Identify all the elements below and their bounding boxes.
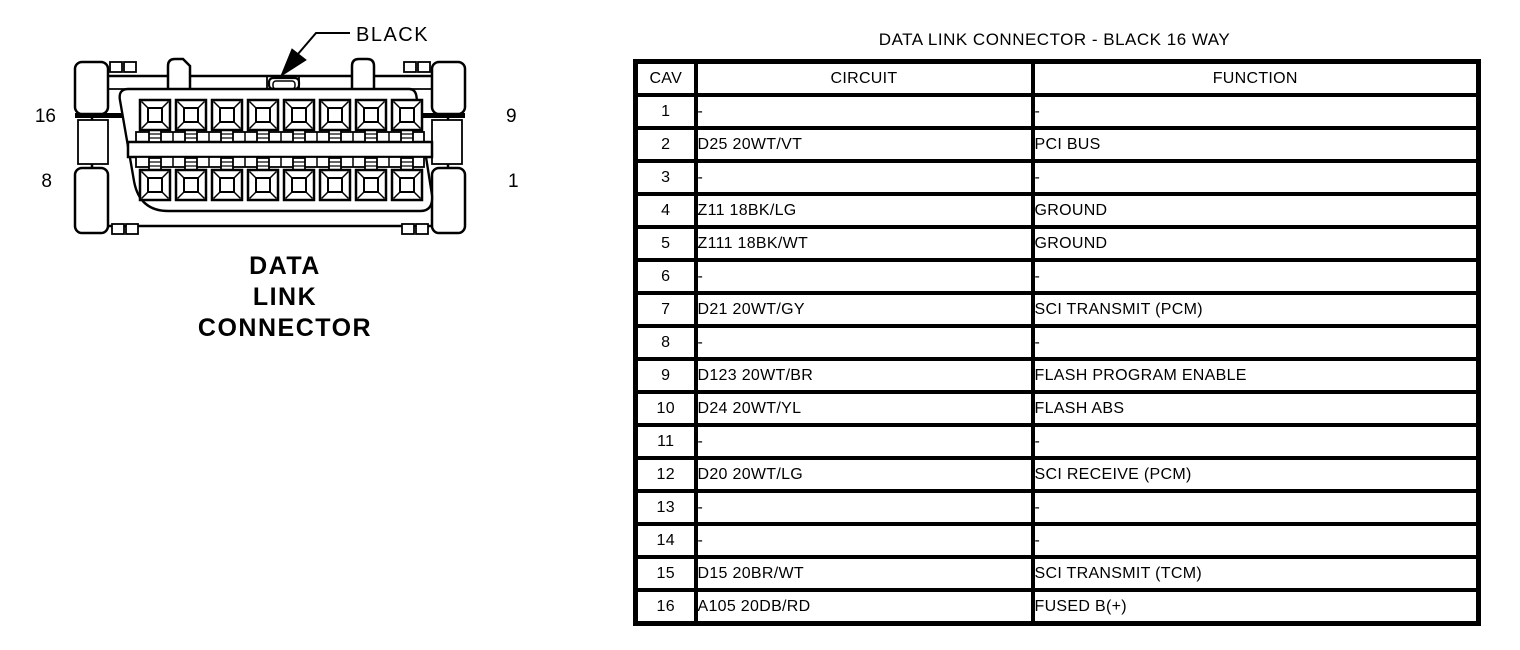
table-row: 5 Z111 18BK/WT GROUND [633,225,1481,262]
cav-cell: 13 [633,489,698,526]
pinout-table: CAV CIRCUIT FUNCTION 1 - - 2 D25 20WT/VT… [633,59,1481,626]
color-label: BLACK [356,24,429,46]
circuit-cell: - [693,159,1035,196]
top-tab-right [350,57,376,88]
cav-cell: 4 [633,192,698,229]
top-tab-left [166,57,192,88]
table-row: 2 D25 20WT/VT PCI BUS [633,126,1481,163]
header-cav: CAV [633,59,698,97]
cav-cell: 5 [633,225,698,262]
function-cell: - [1030,324,1481,361]
circuit-cell: D25 20WT/VT [693,126,1035,163]
cav-cell: 2 [633,126,698,163]
function-cell: SCI TRANSMIT (PCM) [1030,291,1481,328]
cav-cell: 3 [633,159,698,196]
header-circuit: CIRCUIT [693,59,1035,97]
function-cell: PCI BUS [1030,126,1481,163]
circuit-cell: - [693,522,1035,559]
table-title: DATA LINK CONNECTOR - BLACK 16 WAY [878,30,1231,49]
table-row: 4 Z11 18BK/LG GROUND [633,192,1481,229]
circuit-cell: Z11 18BK/LG [693,192,1035,229]
caption-line-1: DATA [249,252,321,280]
function-cell: - [1030,522,1481,559]
function-cell: GROUND [1030,192,1481,229]
pin-label-9: 9 [506,106,517,127]
cav-cell: 1 [633,93,698,130]
circuit-cell: - [693,423,1035,460]
caption-line-2: LINK [253,283,317,311]
connector-face-drawing-icon: BLACK 16 9 8 1 DATA LINK CONNECTOR [35,24,519,342]
table-row: 9 D123 20WT/BR FLASH PROGRAM ENABLE [633,357,1481,394]
pin-label-1: 1 [508,171,519,192]
function-cell: FUSED B(+) [1030,588,1481,626]
circuit-cell: A105 20DB/RD [693,588,1035,626]
function-cell: SCI TRANSMIT (TCM) [1030,555,1481,592]
connector-latch [266,76,301,91]
cav-cell: 9 [633,357,698,394]
function-cell: - [1030,93,1481,130]
cav-cell: 11 [633,423,698,460]
table-row: 7 D21 20WT/GY SCI TRANSMIT (PCM) [633,291,1481,328]
caption-line-3: CONNECTOR [198,314,372,342]
table-row: 1 - - [633,93,1481,130]
circuit-cell: - [693,93,1035,130]
cav-cell: 10 [633,390,698,427]
circuit-cell: D24 20WT/YL [693,390,1035,427]
circuit-cell: - [693,489,1035,526]
center-key-bar [126,131,434,168]
cav-cell: 8 [633,324,698,361]
cav-cell: 7 [633,291,698,328]
pin-label-16: 16 [35,106,56,127]
function-cell: GROUND [1030,225,1481,262]
table-row: 6 - - [633,258,1481,295]
cav-cell: 12 [633,456,698,493]
header-function: FUNCTION [1030,59,1481,97]
function-cell: FLASH ABS [1030,390,1481,427]
table-row: 15 D15 20BR/WT SCI TRANSMIT (TCM) [633,555,1481,592]
table-row: 11 - - [633,423,1481,460]
diagram-caption: DATA LINK CONNECTOR [198,252,372,342]
table-row: 10 D24 20WT/YL FLASH ABS [633,390,1481,427]
function-cell: - [1030,489,1481,526]
circuit-cell: D15 20BR/WT [693,555,1035,592]
color-callout-arrow-icon [279,32,350,78]
pinout-table-section: DATA LINK CONNECTOR - BLACK 16 WAY CAV C… [633,30,1481,626]
table-row: 16 A105 20DB/RD FUSED B(+) [633,588,1481,626]
circuit-cell: D123 20WT/BR [693,357,1035,394]
table-row: 12 D20 20WT/LG SCI RECEIVE (PCM) [633,456,1481,493]
pin-label-8: 8 [41,171,52,192]
function-cell: - [1030,258,1481,295]
cav-cell: 16 [633,588,698,626]
circuit-cell: D21 20WT/GY [693,291,1035,328]
circuit-cell: - [693,324,1035,361]
cav-cell: 14 [633,522,698,559]
table-row: 13 - - [633,489,1481,526]
table-row: 8 - - [633,324,1481,361]
circuit-cell: - [693,258,1035,295]
circuit-cell: D20 20WT/LG [693,456,1035,493]
function-cell: SCI RECEIVE (PCM) [1030,456,1481,493]
data-link-connector-diagram: BLACK 16 9 8 1 DATA LINK CONNECTOR [0,0,580,370]
table-header-row: CAV CIRCUIT FUNCTION [633,59,1481,97]
circuit-cell: Z111 18BK/WT [693,225,1035,262]
cav-cell: 15 [633,555,698,592]
function-cell: FLASH PROGRAM ENABLE [1030,357,1481,394]
function-cell: - [1030,423,1481,460]
function-cell: - [1030,159,1481,196]
table-row: 14 - - [633,522,1481,559]
left-mount-bracket [73,60,123,235]
table-row: 3 - - [633,159,1481,196]
cav-cell: 6 [633,258,698,295]
